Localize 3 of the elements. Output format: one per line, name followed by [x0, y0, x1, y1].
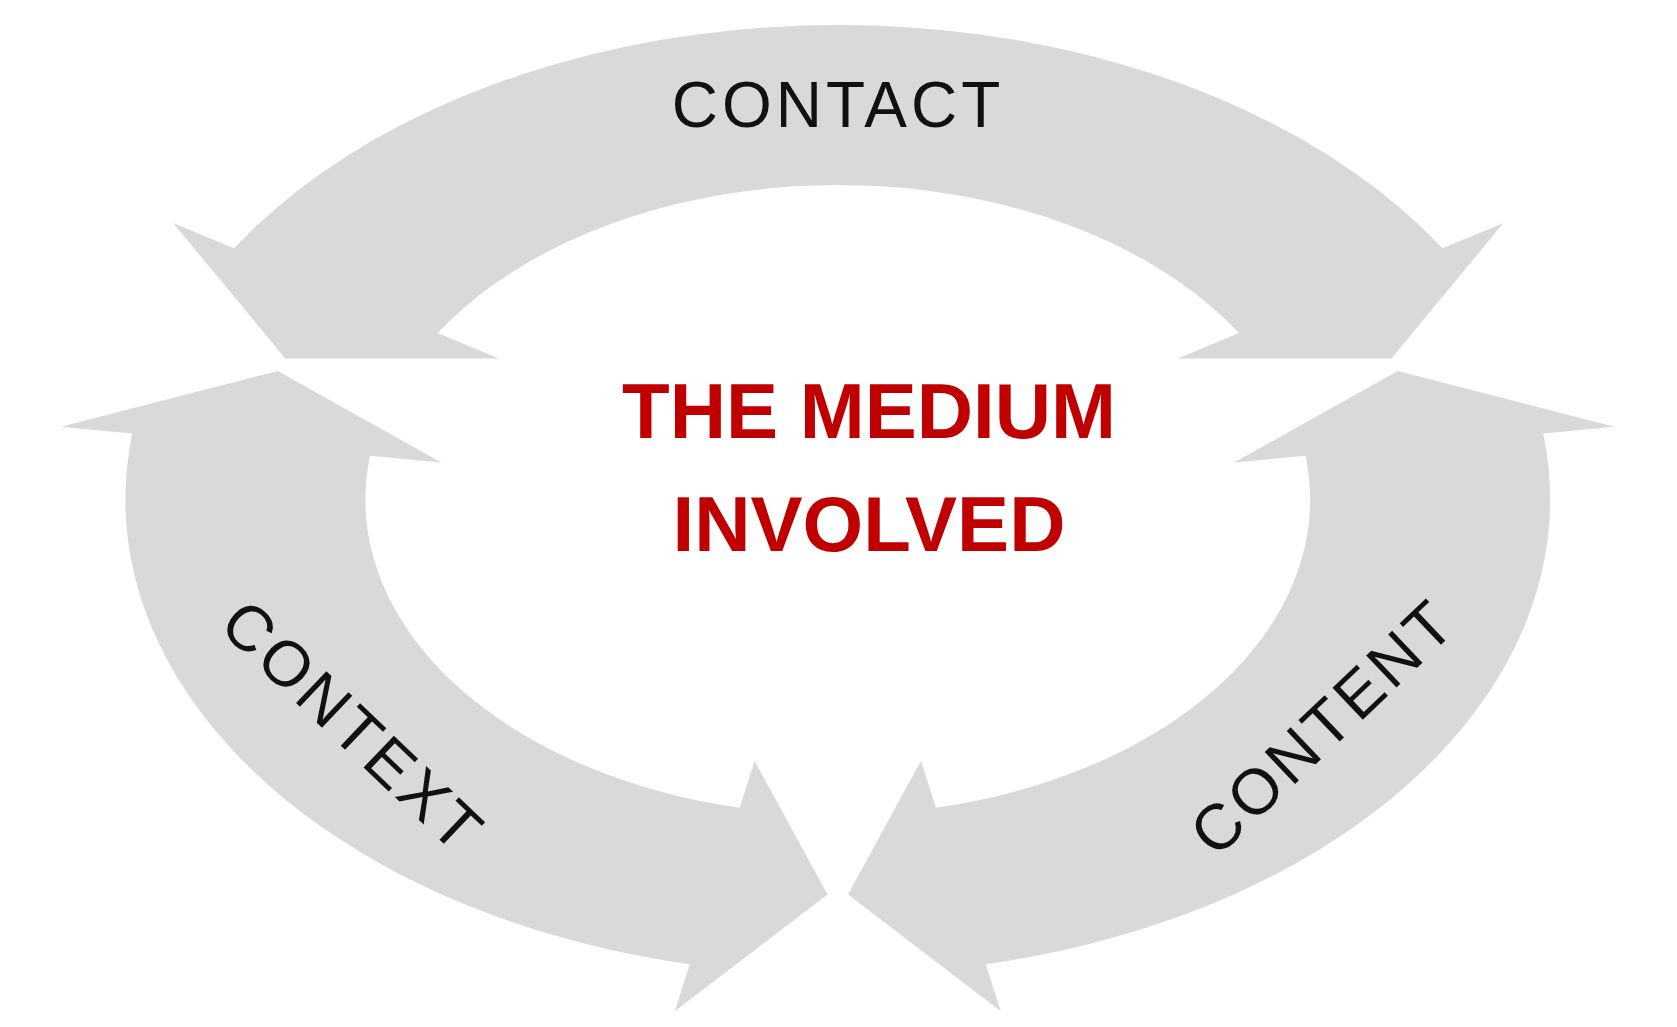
center-heading: THE MEDIUM INVOLVED: [621, 366, 1117, 571]
arrow-label: CONTACT: [671, 73, 1005, 137]
cycle-segment: [172, 25, 1504, 359]
